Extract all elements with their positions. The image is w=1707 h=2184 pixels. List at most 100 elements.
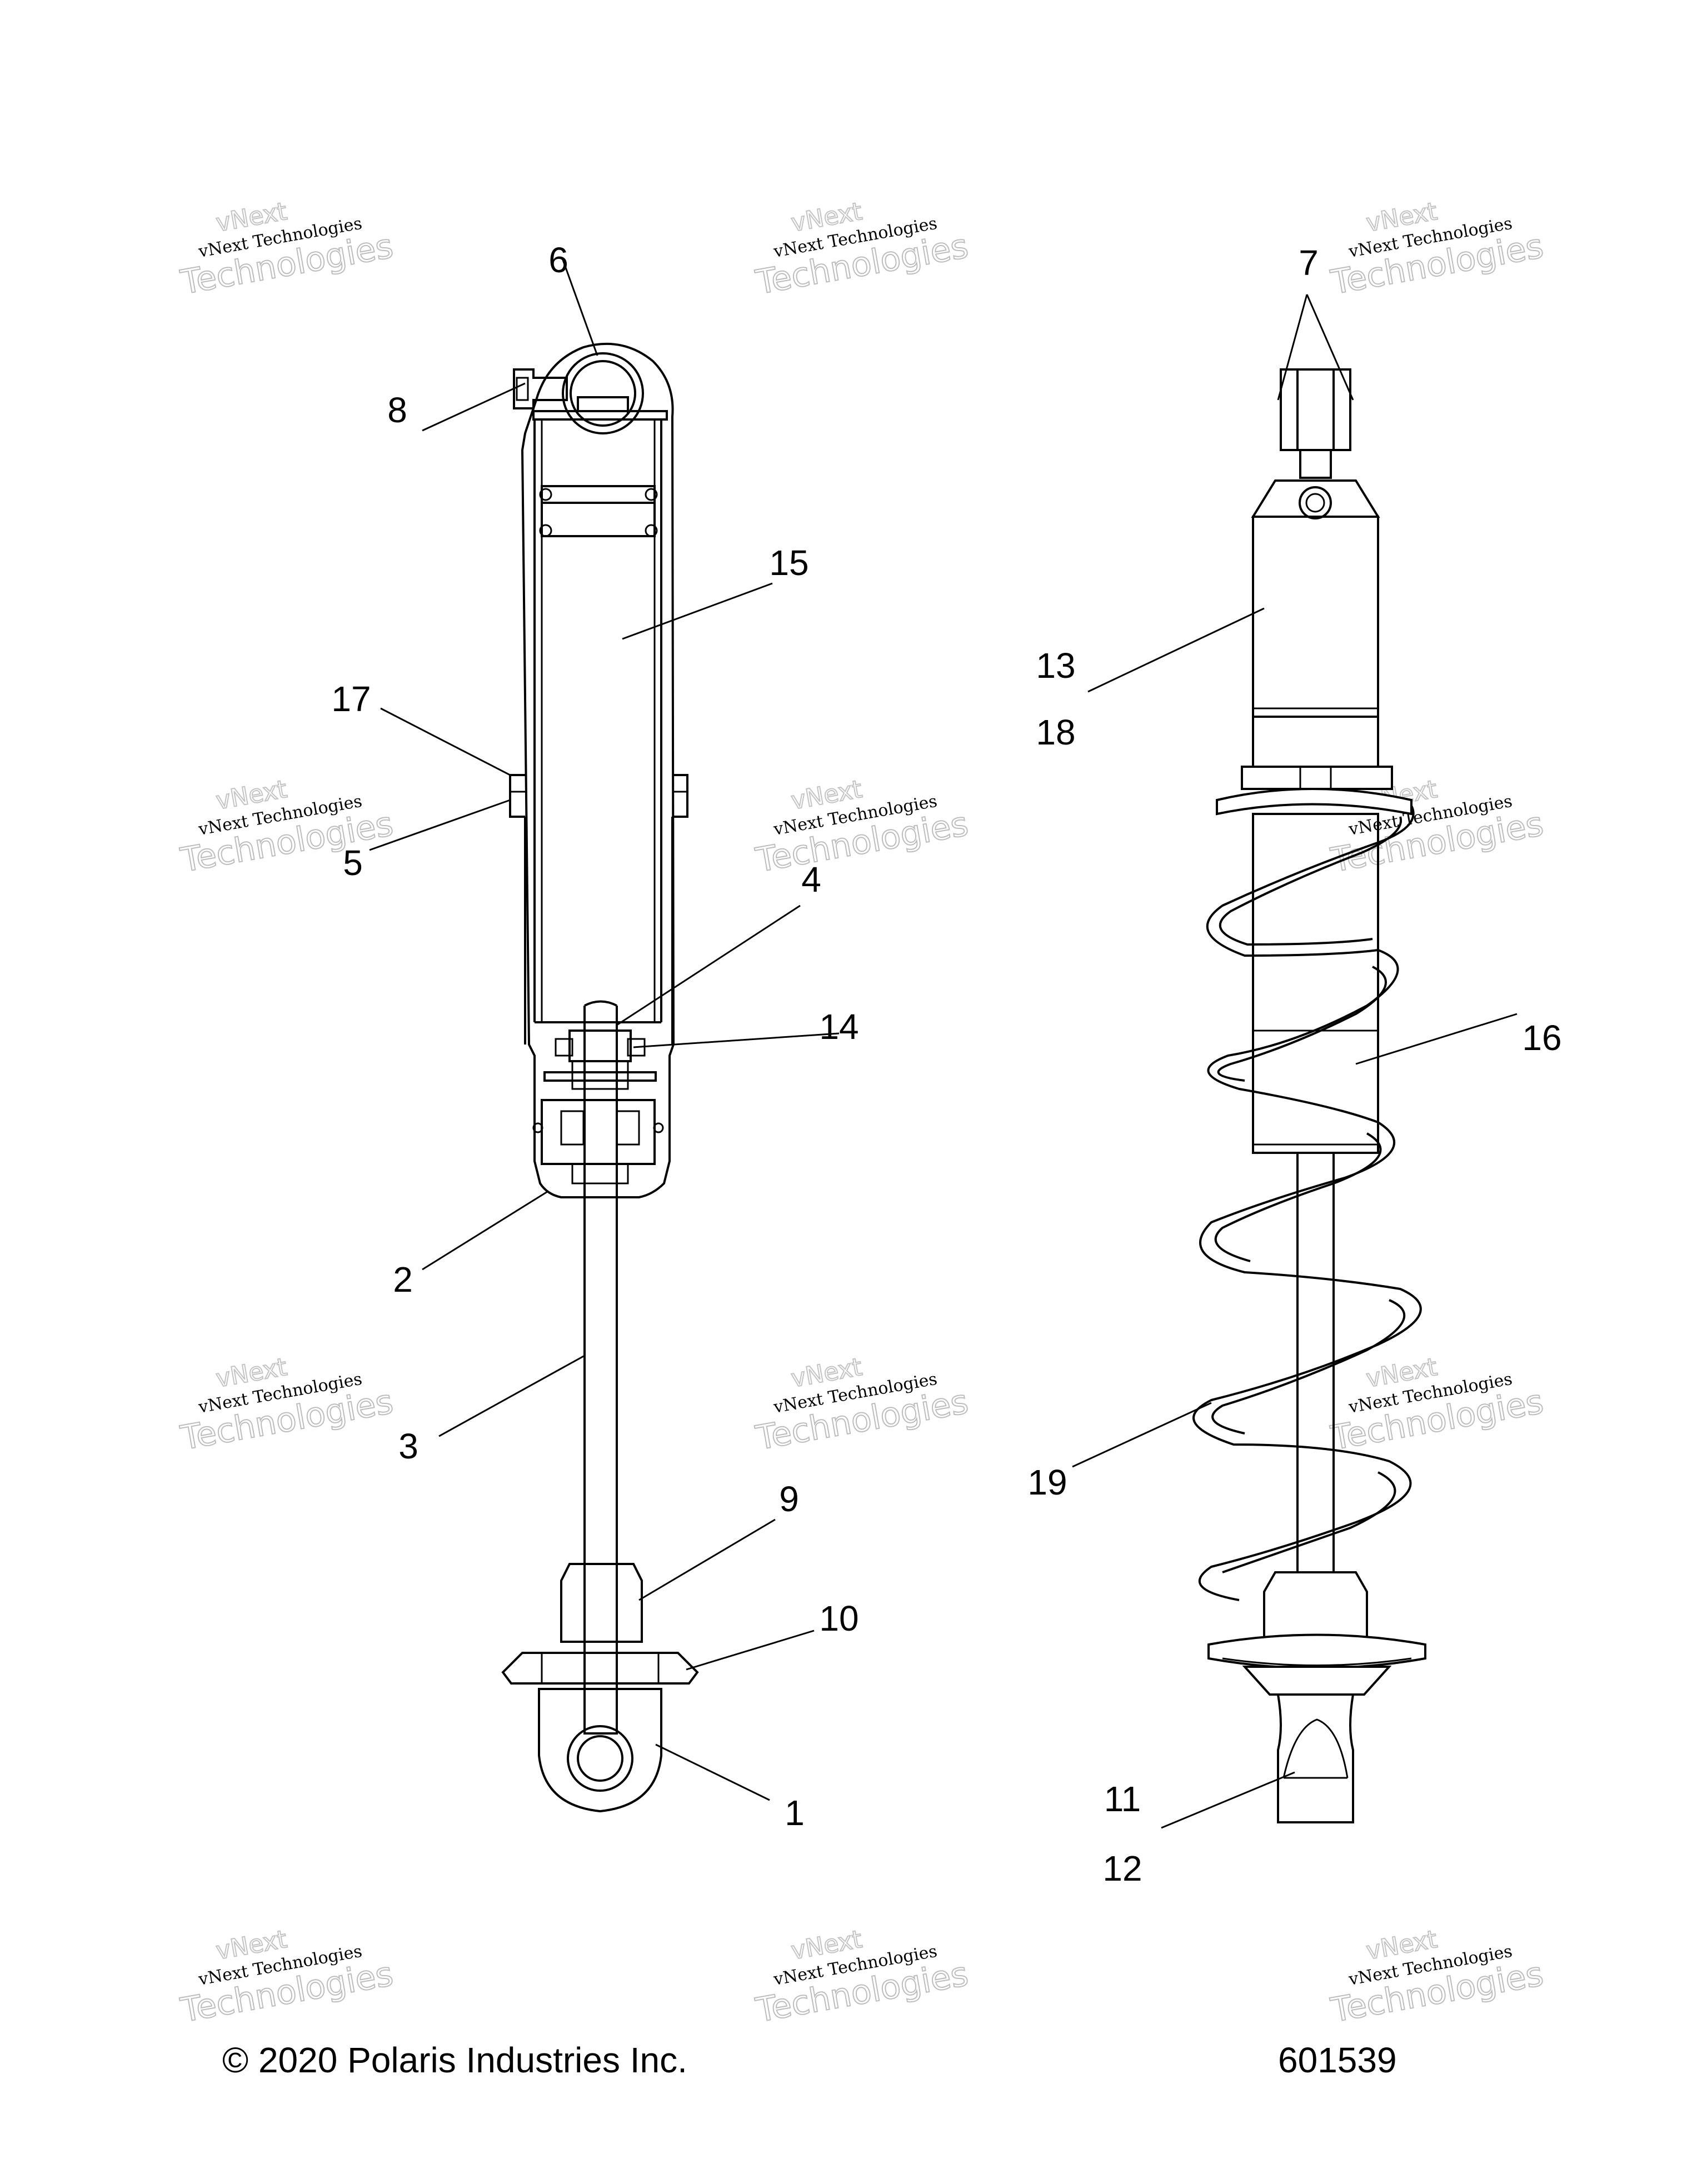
seal-head-oring (532, 1122, 543, 1133)
leader-1 (655, 1743, 770, 1801)
spring-clip-left (509, 774, 525, 818)
top-eyelet-side-view (1280, 368, 1351, 451)
leader-16 (1355, 1013, 1518, 1065)
leader-17 (380, 707, 511, 776)
main-piston (568, 1029, 632, 1062)
leader-8 (422, 382, 526, 432)
callout-11: 11 (1104, 1779, 1141, 1819)
callout-8: 8 (387, 390, 407, 430)
callout-labels: 6 8 15 17 5 4 14 2 3 9 10 1 7 13 18 16 1… (331, 240, 1561, 1888)
callout-5: 5 (343, 843, 363, 883)
leader-13-18 (1087, 607, 1265, 693)
left-shock-cutaway (501, 342, 699, 1813)
drawing-number: 601539 (1278, 2040, 1397, 2080)
shock-body-lower (1252, 813, 1379, 1154)
watermark: vNext vNext Technologies Technologies (1327, 197, 1547, 303)
valve-core (516, 377, 529, 401)
callout-12: 12 (1102, 1848, 1142, 1888)
upper-cap (577, 396, 629, 414)
piston-shim-left (555, 1038, 573, 1057)
top-eyelet-body (521, 342, 675, 1198)
leader-7a (1277, 294, 1308, 401)
callout-2: 2 (393, 1260, 413, 1300)
piston-lower (571, 1061, 629, 1090)
leader-11-12 (1161, 1771, 1295, 1829)
leader-lines (369, 258, 1518, 1829)
seal-head-oring (653, 1122, 664, 1133)
seal-head (541, 1099, 656, 1165)
coil-spring (1192, 805, 1422, 1601)
leader-15 (622, 582, 773, 640)
top-eyelet-outer-ring (562, 352, 644, 434)
leader-7b (1306, 294, 1354, 401)
spring-clip-right (672, 774, 688, 818)
leader-14 (633, 1032, 840, 1048)
piston-seal-left-lower (539, 524, 552, 537)
watermark: vNext vNext Technologies Technologies (752, 774, 972, 881)
lower-spring-seat-ring (1207, 1633, 1426, 1670)
bump-stop (560, 1563, 643, 1643)
leader-9 (638, 1518, 776, 1601)
callout-7: 7 (1299, 243, 1319, 283)
callout-3: 3 (398, 1426, 418, 1466)
valve-cap-outer (1299, 486, 1332, 519)
leader-6 (561, 258, 598, 356)
leader-10 (686, 1630, 815, 1671)
eyelet-neck (1299, 450, 1332, 479)
shaft-thread-end (583, 1689, 618, 1735)
watermark: vNext vNext Technologies Technologies (752, 1925, 972, 2031)
piston-shim-stack (543, 1071, 657, 1082)
copyright-text: © 2020 Polaris Industries Inc. (222, 2040, 687, 2080)
watermark: vNext vNext Technologies Technologies (177, 1925, 397, 2031)
seal-head-lower (571, 1164, 629, 1185)
lower-eyelet-arc (1282, 1718, 1349, 1778)
top-eyelet-bushing (570, 360, 636, 427)
lower-eyelet-outer (567, 1725, 633, 1792)
callout-14: 14 (819, 1007, 859, 1047)
coil-spring-inner (1211, 816, 1406, 1573)
shaft-top (584, 1000, 617, 1007)
watermark: vNext vNext Technologies Technologies (1327, 1925, 1547, 2031)
watermark: vNext vNext Technologies Technologies (177, 1352, 397, 1458)
preload-collar (1241, 766, 1393, 790)
lower-eyelet (538, 1688, 662, 1813)
leader-4 (616, 904, 801, 1026)
upper-spring-retainer (1216, 788, 1412, 816)
callout-18: 18 (1036, 712, 1075, 752)
seat-ring-edge (1222, 1657, 1412, 1666)
floating-piston (541, 502, 656, 537)
valve-cap-inner (1305, 493, 1325, 513)
callout-1: 1 (785, 1793, 805, 1833)
valve-fitting (513, 368, 568, 409)
callout-15: 15 (769, 543, 808, 583)
lower-spring-seat-cone (1242, 1666, 1392, 1696)
body-top-flange (532, 410, 668, 421)
callout-16: 16 (1522, 1018, 1561, 1058)
leader-2 (422, 1191, 548, 1271)
watermark: vNext vNext Technologies Technologies (177, 197, 397, 303)
shock-body-upper (1252, 516, 1379, 718)
leader-19 (1072, 1402, 1212, 1468)
floating-piston-top (541, 485, 656, 504)
callout-13: 13 (1036, 646, 1075, 686)
piston-seal-left (539, 488, 552, 501)
watermark: vNext vNext Technologies Technologies (752, 197, 972, 303)
callout-4: 4 (801, 859, 821, 899)
collar-lower (1252, 717, 1379, 767)
footer: © 2020 Polaris Industries Inc. 601539 (222, 2040, 1397, 2080)
callout-19: 19 (1027, 1462, 1067, 1502)
lower-eyelet-side (1276, 1693, 1355, 1823)
piston-seal-right (645, 488, 658, 501)
callout-6: 6 (548, 240, 568, 280)
leader-5 (369, 799, 511, 851)
right-shock-assembled (1192, 368, 1426, 1823)
seal-head-detail (560, 1110, 640, 1146)
lower-eyelet-bore (577, 1735, 623, 1782)
callout-17: 17 (331, 679, 371, 719)
callout-9: 9 (779, 1479, 799, 1519)
watermark: vNext vNext Technologies Technologies (752, 1352, 972, 1458)
lower-bumper (1263, 1571, 1368, 1640)
callout-10: 10 (819, 1598, 859, 1638)
leader-3 (438, 1355, 585, 1437)
